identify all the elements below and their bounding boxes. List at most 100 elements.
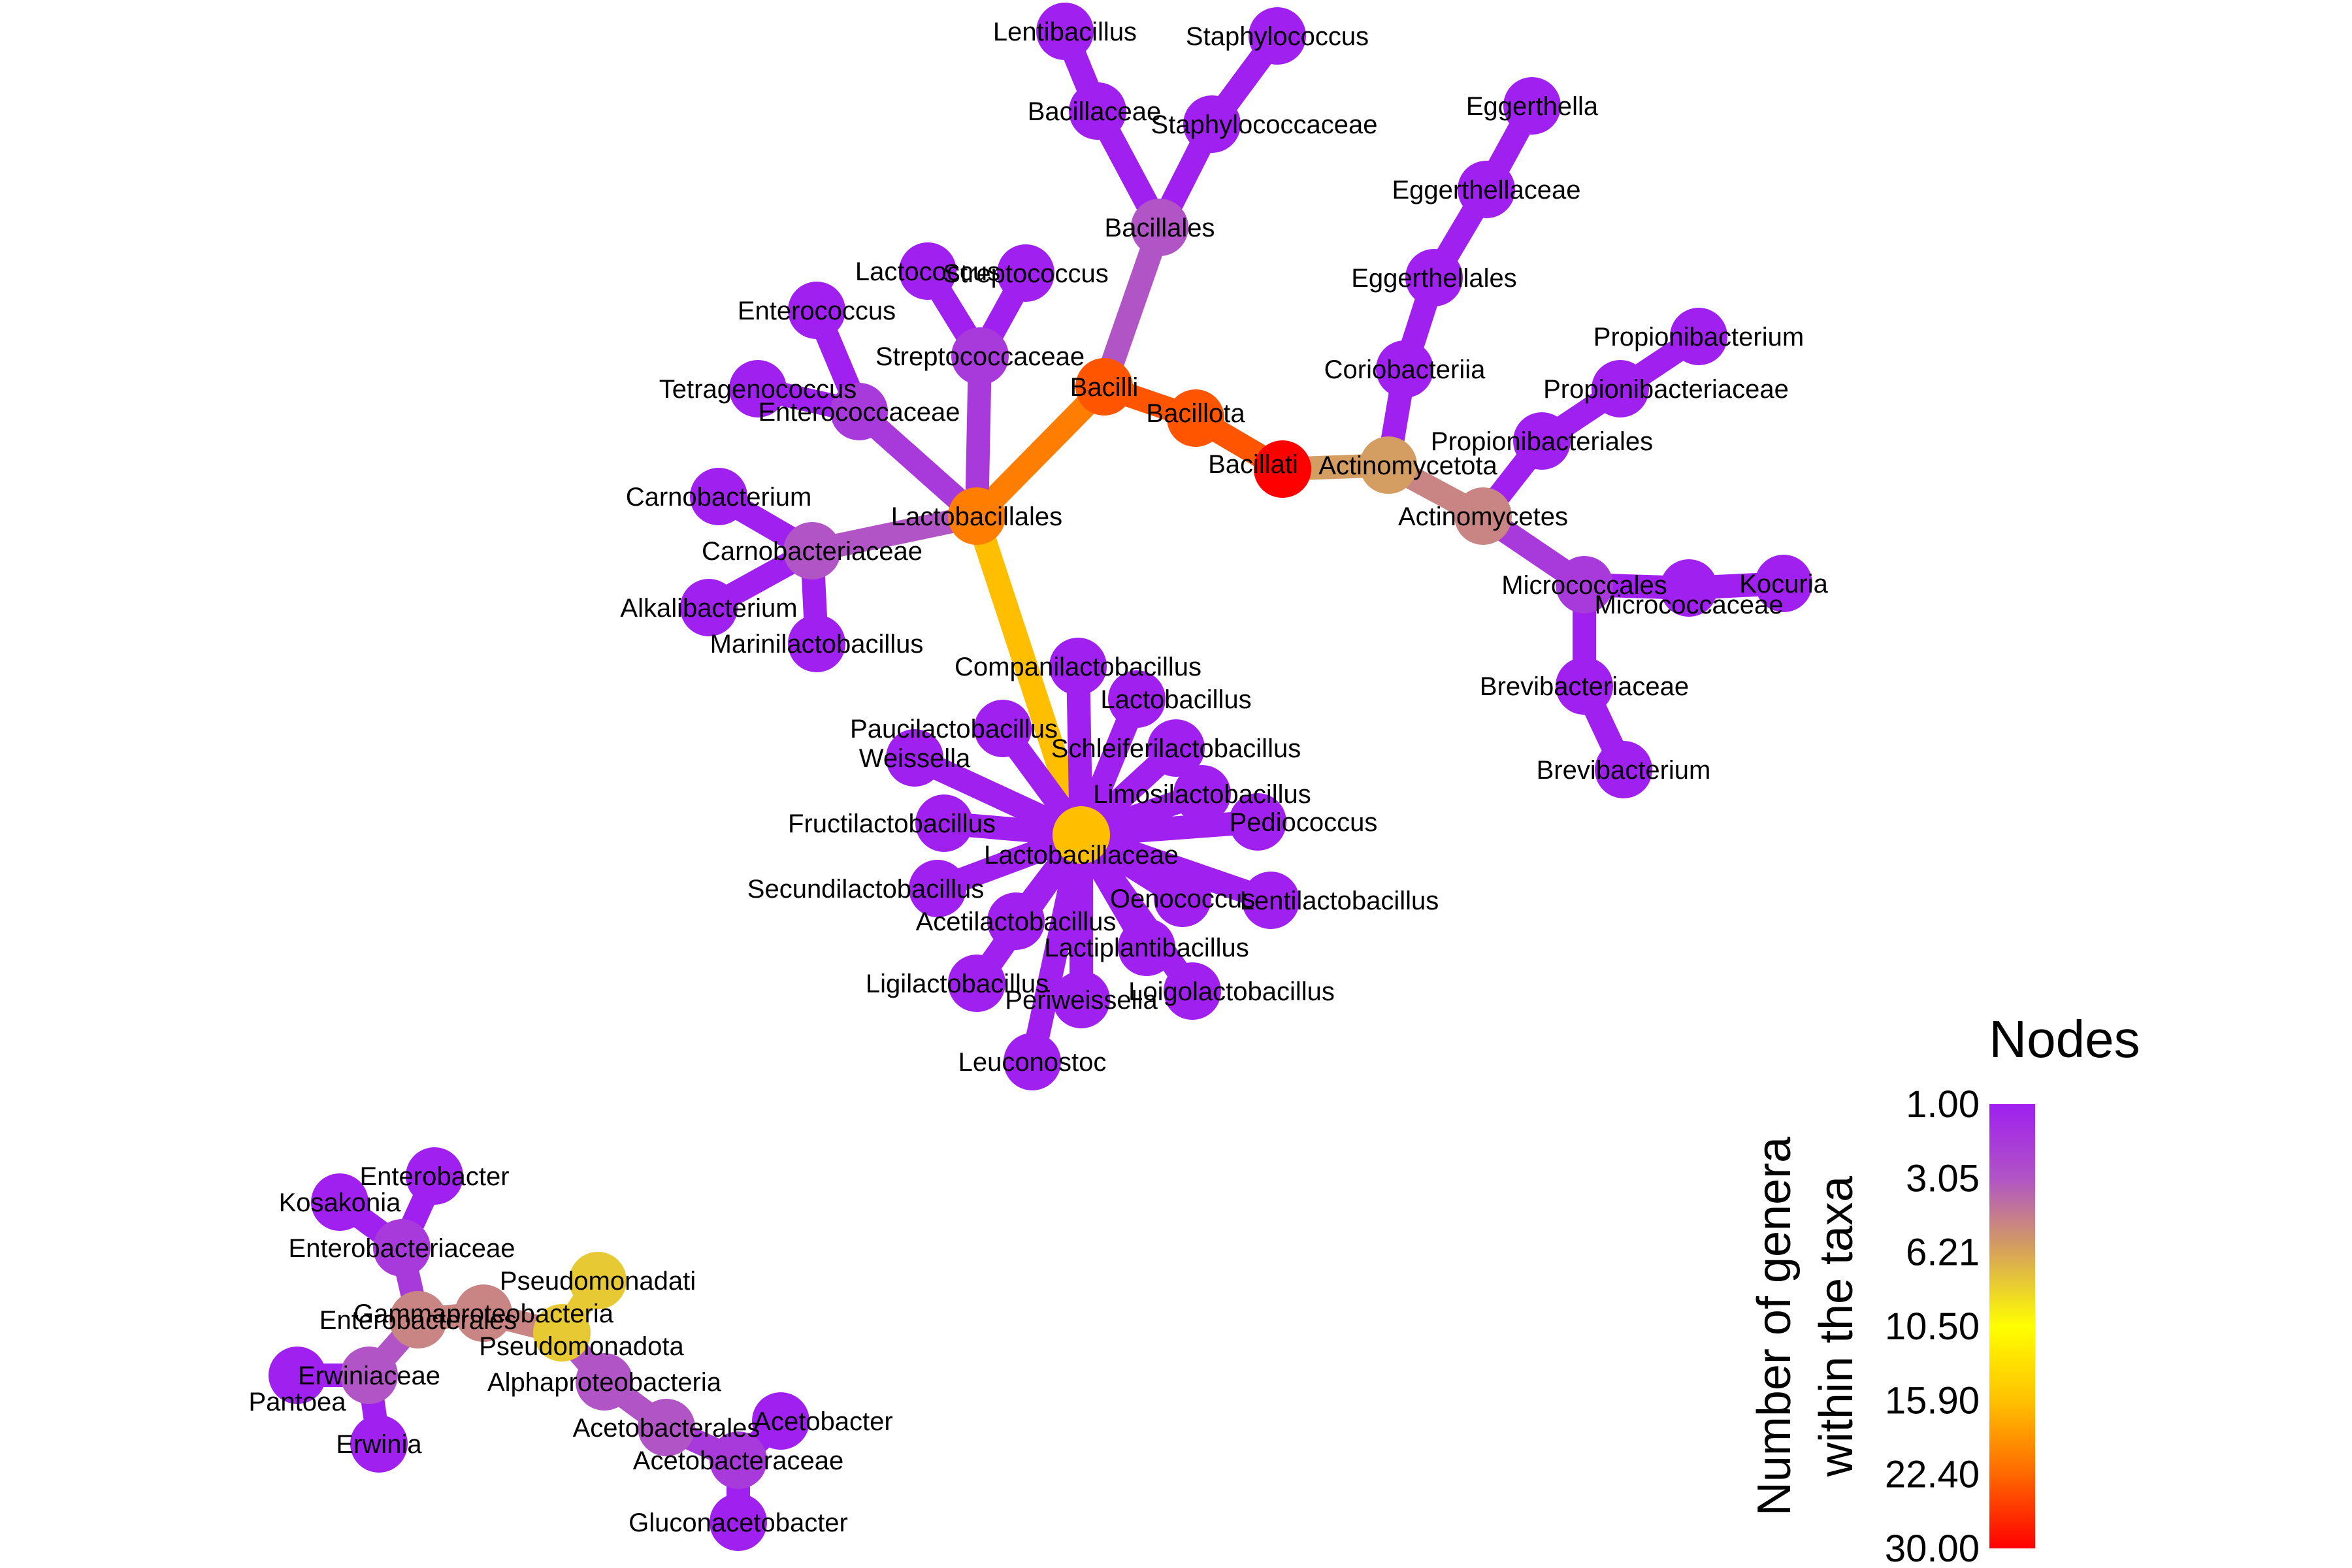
- node-label-kocuria: Kocuria: [1739, 570, 1828, 598]
- node-micrococcaceae: [1660, 559, 1718, 617]
- node-label-limosilactobacillus: Limosilactobacillus: [1093, 780, 1311, 809]
- node-carnobacterium: [690, 468, 747, 525]
- node-companilactobacillus: [1049, 638, 1107, 695]
- node-eggerthellales: [1405, 249, 1463, 306]
- node-carnobacteriaceae: [783, 522, 841, 580]
- node-bacillales: [1131, 199, 1188, 256]
- node-brevibacterium: [1595, 741, 1652, 798]
- node-brevibacteriaceae: [1556, 657, 1613, 715]
- node-label-carnobacterium: Carnobacterium: [626, 483, 812, 512]
- node-label-lactobacillales: Lactobacillales: [891, 502, 1062, 531]
- node-label-enterococcus: Enterococcus: [738, 297, 896, 325]
- node-label-lactococcus: Lactococcus: [855, 257, 1000, 286]
- node-acetobacteraceae: [710, 1431, 767, 1489]
- node-label-propionibacterium: Propionibacterium: [1593, 323, 1804, 351]
- node-lactococcus: [899, 242, 956, 300]
- node-acetobacter: [752, 1392, 809, 1450]
- node-label-pseudomonadota: Pseudomonadota: [479, 1332, 684, 1361]
- node-label-kosakonia: Kosakonia: [279, 1188, 402, 1217]
- node-schleiferilactobacillus: [1147, 719, 1205, 777]
- node-lentilactobacillus: [1242, 872, 1299, 929]
- node-label-propionibacteriaceae: Propionibacteriaceae: [1543, 375, 1789, 404]
- node-acetilactobacillus: [987, 892, 1045, 950]
- legend-tick-label: 22.40: [1885, 1454, 1980, 1496]
- legend-tick-label: 30.00: [1885, 1527, 1980, 1568]
- node-propionibacterium: [1670, 308, 1727, 365]
- node-label-eggerthellaceae: Eggerthellaceae: [1392, 176, 1580, 204]
- node-label-oenococcus: Oenococcus: [1110, 885, 1255, 913]
- legend-tick-label: 1.00: [1906, 1083, 1980, 1126]
- node-label-micrococcales: Micrococcales: [1501, 571, 1667, 600]
- node-label-actinomycetota: Actinomycetota: [1318, 451, 1497, 480]
- node-label-propionibacteriales: Propionibacteriales: [1431, 427, 1653, 456]
- node-label-eggerthellales: Eggerthellales: [1351, 264, 1517, 293]
- node-tetragenococcus: [729, 360, 787, 417]
- node-label-bacilli: Bacilli: [1070, 373, 1138, 402]
- node-label-fructilactobacillus: Fructilactobacillus: [788, 809, 996, 838]
- edge-lactobacillales-lactobacillaceae: [965, 504, 1093, 847]
- node-label-periweissella: Periweissella: [1005, 986, 1158, 1015]
- node-marinilactobacillus: [788, 615, 845, 672]
- node-lactiplantibacillus: [1118, 919, 1175, 976]
- legend-axis-label-line2: within the taxa: [1810, 1175, 1863, 1477]
- node-lactobacillaceae: [1053, 806, 1110, 864]
- node-propionibacteriales: [1513, 412, 1571, 470]
- node-enterobacter: [406, 1147, 463, 1205]
- node-enterobacteriaceae: [373, 1219, 431, 1277]
- node-label-leuconostoc: Leuconostoc: [958, 1048, 1107, 1077]
- node-label-bacillati: Bacillati: [1208, 450, 1298, 479]
- legend-tick-label: 6.21: [1906, 1232, 1980, 1274]
- node-label-micrococcaceae: Micrococcaceae: [1594, 591, 1783, 619]
- node-enterococcaceae: [830, 383, 888, 440]
- node-eggerthella: [1503, 77, 1561, 135]
- node-propionibacteriaceae: [1592, 360, 1649, 417]
- node-enterococcus: [788, 282, 845, 339]
- node-label-alkalibacterium: Alkalibacterium: [620, 594, 797, 623]
- node-pantoea: [269, 1347, 326, 1404]
- node-label-schleiferilactobacillus: Schleiferilactobacillus: [1051, 734, 1301, 763]
- legend-tick-label: 15.90: [1885, 1379, 1980, 1422]
- node-eggerthellaceae: [1458, 161, 1515, 218]
- node-loigolactobacillus: [1164, 962, 1221, 1020]
- nodes-layer: [269, 3, 1812, 1551]
- node-label-staphylococcus: Staphylococcus: [1186, 22, 1369, 51]
- node-label-lentibacillus: Lentibacillus: [993, 18, 1137, 46]
- node-label-marinilactobacillus: Marinilactobacillus: [710, 630, 924, 659]
- node-label-bacillaceae: Bacillaceae: [1028, 97, 1162, 126]
- node-lentibacillus: [1036, 3, 1094, 60]
- node-actinomycetota: [1360, 436, 1417, 494]
- node-kosakonia: [311, 1173, 368, 1231]
- node-label-brevibacteriaceae: Brevibacteriaceae: [1480, 672, 1689, 701]
- node-streptococcus: [997, 244, 1054, 302]
- node-label-bacillales: Bacillales: [1105, 214, 1215, 242]
- node-label-alphaproteobacteria: Alphaproteobacteria: [487, 1368, 722, 1397]
- node-label-coriobacteriia: Coriobacteriia: [1324, 355, 1486, 384]
- node-label-acetobacteraceae: Acetobacteraceae: [633, 1446, 843, 1475]
- node-bacilli: [1075, 358, 1133, 416]
- edge-lactobacillaceae-loigolactobacillus: [1070, 823, 1204, 1003]
- node-alkalibacterium: [680, 579, 738, 636]
- node-label-lactobacillus: Lactobacillus: [1100, 685, 1251, 714]
- node-label-streptococcaceae: Streptococcaceae: [875, 342, 1085, 371]
- node-label-weissella: Weissella: [859, 744, 971, 773]
- node-label-enterobacteriaceae: Enterobacteriaceae: [289, 1234, 515, 1263]
- node-label-loigolactobacillus: Loigolactobacillus: [1128, 977, 1335, 1006]
- node-paucilactobacillus: [974, 700, 1032, 757]
- node-label-paucilactobacillus: Paucilactobacillus: [850, 715, 1058, 743]
- node-weissella: [886, 729, 943, 787]
- node-oenococcus: [1154, 870, 1211, 927]
- edge-lactobacillaceae-leuconostoc: [1021, 823, 1093, 1073]
- node-label-enterobacterales: Enterobacterales: [319, 1306, 517, 1335]
- node-label-companilactobacillus: Companilactobacillus: [955, 653, 1201, 681]
- node-bacillati: [1254, 440, 1311, 498]
- node-lactobacillales: [948, 487, 1005, 545]
- node-label-streptococcus: Streptococcus: [943, 259, 1108, 288]
- node-label-lactobacillaceae: Lactobacillaceae: [984, 841, 1179, 870]
- node-bacillaceae: [1069, 82, 1126, 140]
- node-micrococcales: [1556, 556, 1613, 613]
- node-bacillota: [1167, 389, 1224, 447]
- node-lactobacillus: [1108, 670, 1166, 728]
- node-label-enterococcaceae: Enterococcaceae: [758, 398, 960, 427]
